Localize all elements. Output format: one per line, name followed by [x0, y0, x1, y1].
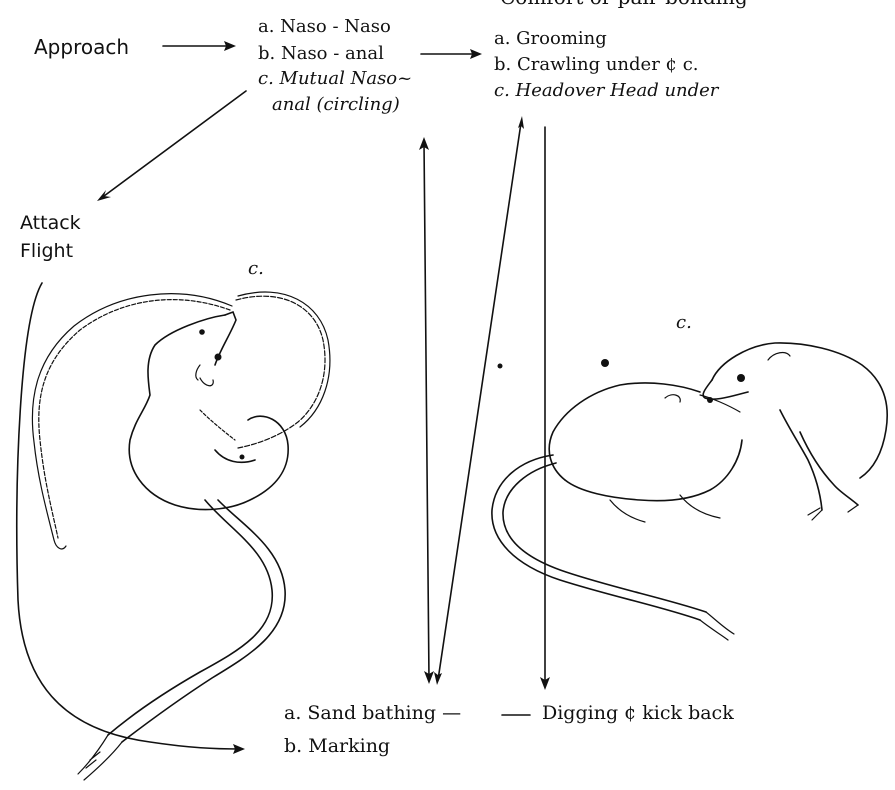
figure-c-left-label: c.	[248, 258, 264, 280]
diagonal-arrow-comfort	[434, 116, 524, 685]
headover-rodents-drawing	[492, 343, 887, 640]
sand-bathing-label: a. Sand bathing —	[284, 702, 461, 724]
approach-to-attack-arrow	[97, 91, 246, 201]
naso-anal-label: b. Naso - anal	[258, 43, 384, 65]
flight-label: Flight	[20, 240, 73, 262]
naso-naso-label: a. Naso - Naso	[258, 16, 391, 38]
digging-label: Digging ¢ kick back	[542, 702, 734, 724]
marking-label: b. Marking	[284, 735, 390, 757]
anal-circling-label: anal (circling)	[272, 94, 400, 116]
approach-arrow	[163, 41, 236, 51]
down-arrow-headover	[540, 127, 550, 690]
flight-to-sandbathing-arrow	[17, 283, 245, 754]
approach-label: Approach	[34, 36, 129, 58]
double-arrow-contact-maintenance	[419, 137, 434, 684]
top-partial-label: Comfort or pair-bonding	[500, 0, 748, 8]
attack-label: Attack	[20, 212, 81, 234]
headover-label: c. Headover Head under	[494, 80, 718, 102]
grooming-label: a. Grooming	[494, 28, 607, 50]
crawling-label: b. Crawling under ¢ c.	[494, 54, 699, 76]
figure-c-right-label: c.	[676, 312, 692, 334]
naso-to-comfort-arrow	[421, 49, 482, 59]
mutual-naso-label: c. Mutual Naso~	[258, 68, 412, 90]
